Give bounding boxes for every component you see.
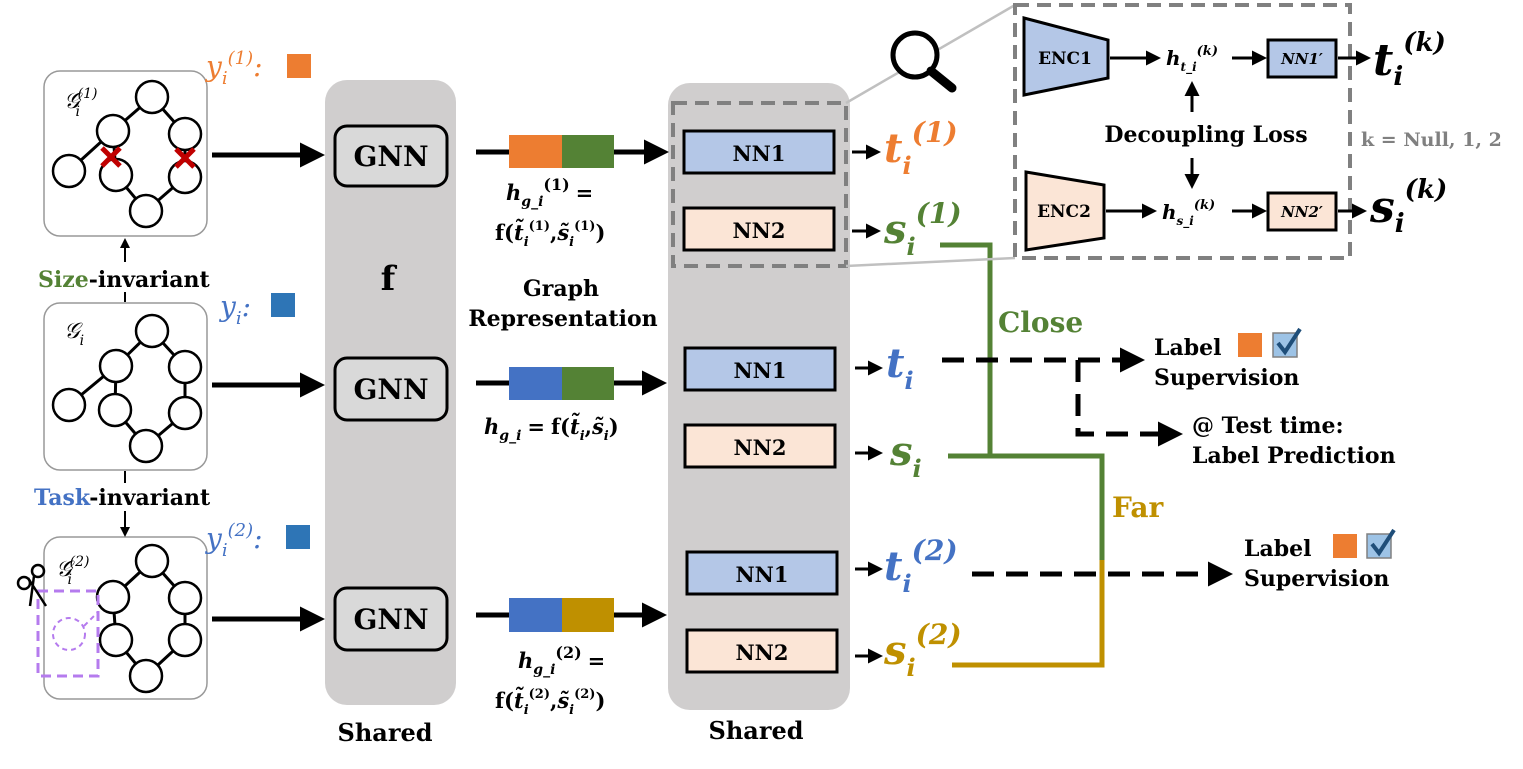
shared-label-right: Shared [708, 716, 803, 745]
graph-bot [36, 536, 208, 700]
output-s-bot: si(2) [883, 618, 962, 682]
graph-label-bot: 𝒢(2)i [56, 554, 90, 588]
emb-eq-top-line1: hg_i(1)= [506, 175, 593, 210]
zoom-t-output: ti(k) [1373, 28, 1446, 92]
label-square-mid [1238, 333, 1262, 357]
nn1p-box [1266, 38, 1338, 79]
nn2-label-bot: NN2 [735, 640, 788, 665]
gnn-label-mid: GNN [353, 373, 428, 406]
gnn-box-top [333, 124, 449, 188]
y-label-mid: yi: [218, 290, 251, 329]
nn2-box-bot [685, 628, 839, 674]
emb-eq-mid: hg_i=f(t̃i,s̃i) [484, 414, 619, 444]
shared-label-left: Shared [337, 718, 432, 747]
zoom-panel [1013, 3, 1352, 260]
removed-edge-cross-right [174, 147, 196, 169]
gnn-label-top: GNN [353, 140, 428, 173]
k-note: k = Null, 1, 2 [1361, 129, 1502, 151]
y-bot-square [286, 525, 310, 549]
task-invariant-label: Task-invariant [34, 485, 211, 511]
nn1-label-top: NN1 [732, 141, 785, 166]
nn2p-label: NN2′ [1280, 203, 1323, 221]
test-arrow [1075, 360, 1183, 447]
nn1p-label: NN1′ [1280, 50, 1323, 68]
cropped-region-box [36, 589, 100, 678]
scissors-icon [16, 563, 48, 607]
label-prediction-text: Label Prediction [1192, 443, 1396, 469]
nn2-box-top [682, 206, 836, 252]
zoom-selection-box [671, 101, 848, 268]
close-label: Close [998, 306, 1083, 339]
nn2-label-top: NN2 [732, 218, 785, 243]
supervision-text-mid: Supervision [1154, 365, 1299, 391]
gnn-label-bot: GNN [353, 603, 428, 636]
zoom-s-output: si(k) [1369, 175, 1447, 239]
enc1-trapezoid [1022, 16, 1110, 97]
emb-bot-s [562, 598, 614, 632]
output-s-top: si(1) [883, 197, 962, 261]
head-shared-column [668, 83, 850, 710]
size-invariant-label: Size-invariant [38, 267, 210, 293]
output-t-top: ti(1) [884, 116, 958, 180]
removed-edge-cross-left [100, 146, 122, 168]
y-label-top: yi(1): [204, 48, 263, 89]
nn1-label-bot: NN1 [735, 562, 788, 587]
magnifier-icon [890, 30, 957, 93]
label-square-bot [1333, 534, 1357, 558]
nn2-label-mid: NN2 [733, 435, 786, 460]
label-text-mid: Label [1154, 335, 1221, 361]
nn2-box-mid [683, 423, 837, 469]
output-t-mid: ti [886, 340, 914, 395]
test-time-text: @ Test time: [1192, 413, 1344, 439]
supervision-text-bot: Supervision [1244, 566, 1389, 592]
emb-eq-bot-line1: hg_i(2)= [518, 643, 605, 678]
graph-rep-line2: Representation [468, 306, 657, 332]
graph-label-top: 𝒢(1)i [64, 86, 98, 120]
emb-top-s [562, 135, 614, 168]
emb-eq-bot-line2: f(t̃i(2),s̃i(2)) [495, 687, 605, 718]
nn1-box-top [682, 129, 836, 175]
emb-top-t [509, 135, 562, 168]
nn2p-box [1266, 191, 1338, 232]
nn1-label-mid: NN1 [733, 358, 786, 383]
emb-mid-t [509, 367, 562, 400]
label-text-bot: Label [1244, 536, 1311, 562]
far-label: Far [1112, 491, 1164, 524]
gnn-box-bot [333, 586, 449, 652]
f-label: f [381, 259, 398, 299]
graph-label-mid: 𝒢i [64, 319, 84, 349]
y-label-bot: yi(2): [204, 520, 263, 561]
nn1-box-mid [683, 346, 837, 392]
output-t-bot: ti(2) [884, 534, 958, 598]
close-connector [940, 242, 993, 459]
zoom-link-bot [845, 256, 1016, 268]
cropped-ghost [52, 611, 99, 651]
enc2-trapezoid [1024, 170, 1106, 252]
emb-bot-t [509, 598, 562, 632]
graph-rep-line1: Graph [523, 276, 599, 302]
nn1-box-bot [685, 550, 839, 596]
decoupling-loss-label: Decoupling Loss [1104, 122, 1307, 148]
checkbox-icon-bot [1366, 528, 1396, 559]
h-s-label: hs_i(k) [1162, 198, 1215, 229]
gnn-box-mid [333, 356, 449, 422]
h-t-label: ht_i(k) [1166, 44, 1218, 75]
emb-eq-top-line2: f(t̃i(1),s̃i(1)) [495, 219, 605, 250]
y-top-square [287, 54, 311, 78]
enc1-label: ENC1 [1038, 49, 1092, 69]
graph-mid [43, 302, 208, 471]
enc2-label: ENC2 [1037, 202, 1091, 222]
graph-top [43, 70, 208, 237]
output-s-mid: si [889, 428, 922, 483]
checkbox-icon-mid [1272, 327, 1302, 358]
far-connector-gold [952, 560, 1105, 668]
y-mid-square [271, 293, 295, 317]
far-connector-green [950, 453, 1105, 560]
emb-mid-s [562, 367, 614, 400]
